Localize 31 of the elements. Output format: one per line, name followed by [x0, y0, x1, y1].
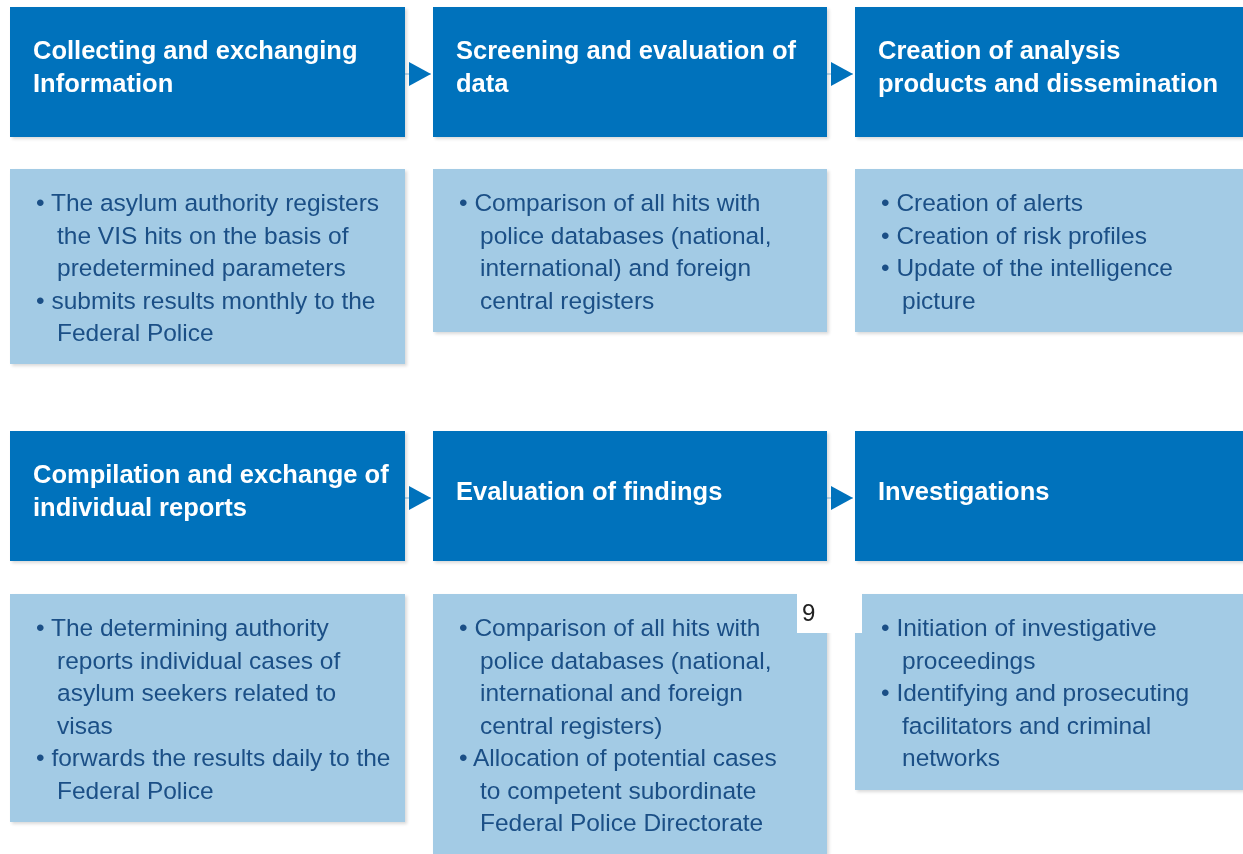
step-title: Collecting and exchanging Information — [33, 35, 359, 99]
bullet-item: • Comparison of all hits with police databases (national, international and foreign central registers) — [459, 613, 773, 741]
step-title: Investigations — [878, 475, 1050, 507]
step-title: Creation of analysis products and dissemination — [878, 35, 1220, 99]
step-header-box — [10, 431, 405, 561]
bullet-item: • Creation of risk profiles — [881, 220, 1148, 251]
step-detail-box — [10, 594, 405, 822]
bullet-item: • The determining authority reports individual cases of asylum seekers related to visas — [36, 613, 342, 741]
step-detail-box — [433, 594, 827, 854]
step-header-box — [10, 7, 405, 137]
step-detail-box — [10, 169, 405, 364]
step-title: Screening and evaluation of data — [456, 35, 798, 99]
step-detail-box — [433, 169, 827, 332]
bullet-item: • Creation of alerts — [881, 188, 1084, 218]
bullet-item: • forwards the results daily to the Federal Police — [36, 743, 391, 806]
bullet-item: • Allocation of potential cases to competent subordinate Federal Police Directorate — [459, 743, 778, 838]
step-title: Evaluation of findings — [456, 475, 723, 507]
bullet-item: • submits results monthly to the Federal Police — [36, 285, 377, 348]
step-header-box — [855, 7, 1243, 137]
step-detail-box — [855, 594, 1243, 790]
step-detail-box — [855, 169, 1243, 332]
step-header-box — [433, 7, 827, 137]
step-header-box — [433, 431, 827, 561]
step-header-box — [855, 431, 1243, 561]
bullet-item: • Identifying and prosecuting facilitators and criminal networks — [881, 678, 1191, 773]
bullet-item: • Update of the intelligence picture — [881, 253, 1174, 316]
bullet-item: • Comparison of all hits with police databases (national, international) and foreign central registers — [459, 188, 773, 316]
page-number: 9 — [797, 591, 862, 633]
bullet-item: • The asylum authority registers the VIS hits on the basis of predetermined parameters — [36, 188, 381, 283]
bullet-item: • Initiation of investigative proceedings — [881, 613, 1158, 676]
step-title: Compilation and exchange of individual reports — [33, 459, 390, 523]
